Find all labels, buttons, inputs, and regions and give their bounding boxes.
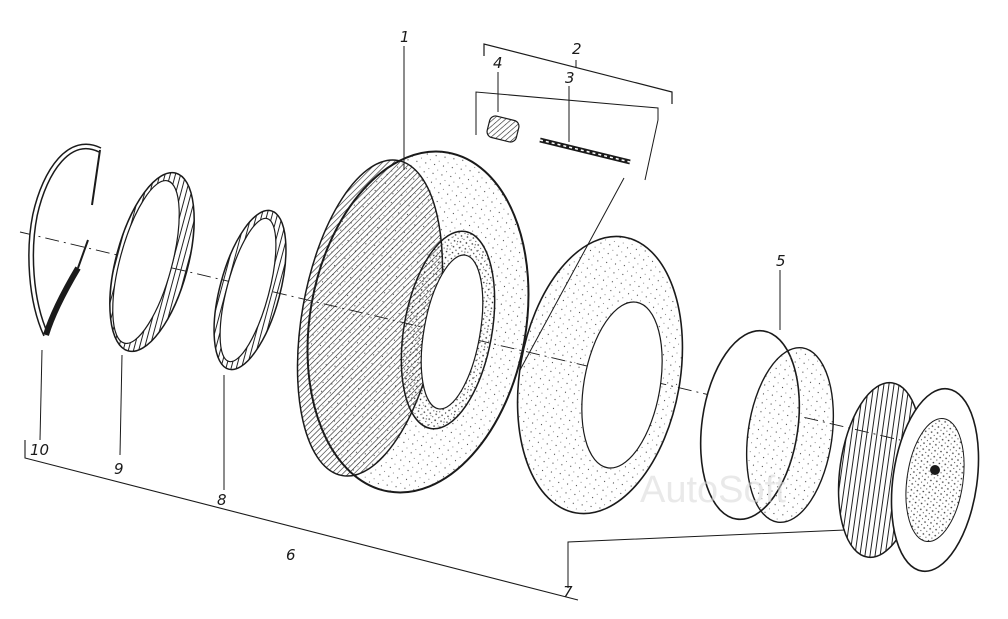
- group-bracket-6: [24, 46, 579, 601]
- label-8: 8: [217, 491, 227, 509]
- inner-tube: [516, 177, 684, 515]
- wheel-rim-7: [567, 381, 980, 588]
- tire-1: [296, 150, 530, 494]
- label-3: 3: [565, 69, 575, 87]
- valve-assembly-2: [475, 43, 673, 181]
- label-10: 10: [30, 441, 49, 459]
- rim-part-5: [699, 270, 835, 524]
- label-1: 1: [400, 28, 410, 46]
- valve-core-3: [539, 86, 631, 165]
- lock-ring-10: [28, 143, 102, 337]
- band-ring-8: [213, 209, 287, 371]
- watermark-text: AutoSoft: [640, 469, 786, 511]
- valve-cap-4: [486, 72, 520, 143]
- label-2: 2: [572, 40, 582, 58]
- part-labels: 1 2 3 4 5 6 7 8 9 10: [30, 28, 786, 601]
- label-5: 5: [776, 252, 786, 270]
- label-4: 4: [493, 54, 503, 72]
- label-6: 6: [286, 546, 296, 564]
- label-7: 7: [563, 583, 573, 601]
- side-ring-9: [109, 171, 195, 353]
- label-9: 9: [114, 460, 124, 478]
